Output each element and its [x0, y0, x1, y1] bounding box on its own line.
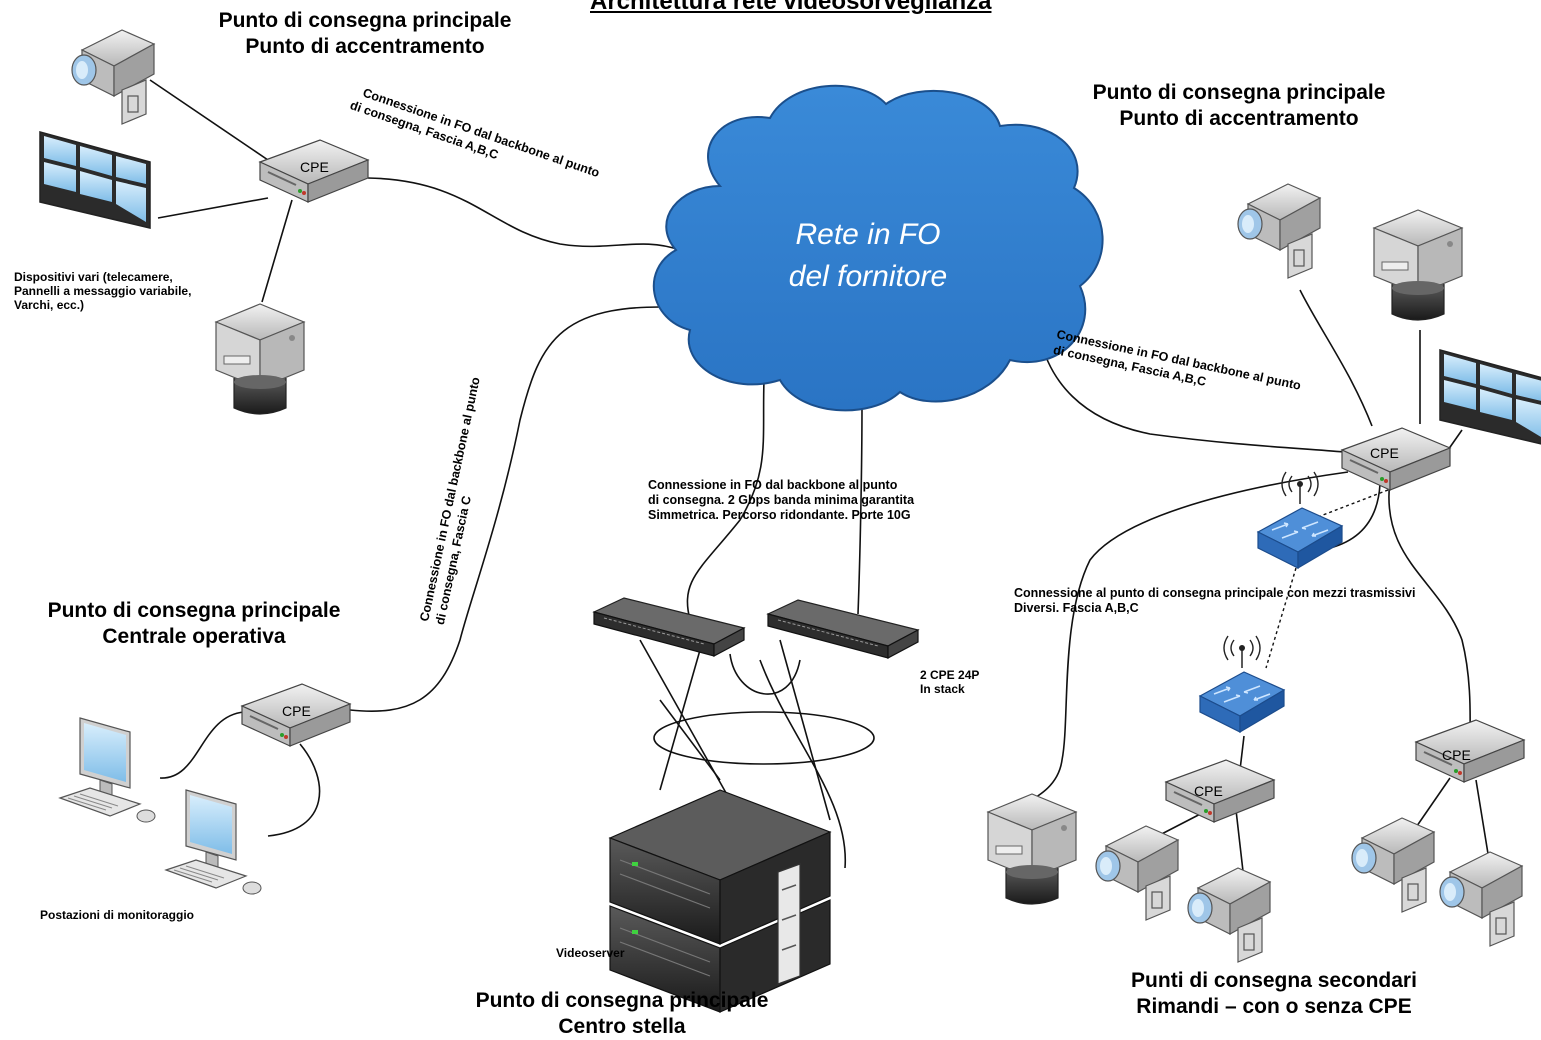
site-title: Punto di consegna principale [47, 599, 341, 622]
site-subtitle: Punto di accentramento [1119, 107, 1359, 130]
site-subtitle: Punto di accentramento [245, 35, 485, 58]
cable [1388, 479, 1471, 741]
video-wall-icon [39, 131, 151, 229]
cpe-label: CPE [300, 159, 329, 175]
workstation-icon [59, 717, 156, 823]
cloud-label-line1: Rete in FO [795, 218, 940, 251]
dome-camera-icon [215, 303, 305, 415]
cable [659, 649, 701, 791]
wireless-link [1309, 489, 1389, 521]
site-bottom-right: Punti di consegna secondari Rimandi – co… [1094, 968, 1454, 1020]
stack-label-line: In stack [920, 682, 965, 696]
cpe-label: CPE [1442, 747, 1471, 763]
cable [1017, 471, 1349, 809]
site-subtitle: Rimandi – con o senza CPE [1136, 995, 1412, 1018]
cable [857, 403, 863, 615]
dome-camera-icon [1373, 209, 1463, 321]
site-title: Punti di consegna secondari [1131, 969, 1417, 992]
cable [729, 653, 801, 695]
camera-icon [1095, 825, 1179, 921]
video-wall-icon [1439, 349, 1541, 447]
devices-note-line: Varchi, ecc.) [14, 298, 85, 312]
cable-layer [149, 79, 1491, 881]
cpe-label: CPE [282, 703, 311, 719]
provider-cloud [652, 84, 1104, 412]
connection-label-line: Simmetrica. Percorso ridondante. Porte 1… [648, 508, 911, 522]
cable [1239, 735, 1245, 771]
site-subtitle: Centrale operativa [102, 625, 286, 648]
videoserver-icon [608, 789, 832, 1013]
site-subtitle: Centro stella [558, 1015, 686, 1038]
stack-label-line: 2 CPE 24P [920, 668, 980, 682]
cpe-label: CPE [1370, 445, 1399, 461]
cloud-label: Rete in FO del fornitore [789, 218, 947, 293]
site-title: Punto di consegna principale [1092, 81, 1386, 104]
site-top-left: Punto di consegna principale Punto di ac… [190, 8, 540, 60]
site-title: Punto di consegna principale [475, 989, 769, 1012]
cable [1039, 337, 1345, 453]
site-title: Punto di consegna principale [218, 9, 512, 32]
workstation-icon [165, 789, 262, 895]
devices-note-line: Pannelli a messaggio variabile, [14, 284, 192, 298]
stack-ring [653, 711, 875, 765]
wireless-links [1265, 489, 1389, 669]
devices-note: Dispositivi vari (telecamere, Pannelli a… [14, 270, 191, 312]
cable [1447, 429, 1463, 451]
site-mid-left: Punto di consegna principale Centrale op… [14, 598, 374, 650]
cable [779, 639, 831, 821]
connection-label-center: Connessione in FO dal backbone al punto … [648, 478, 914, 523]
cable [1235, 809, 1245, 881]
wireless-link [1265, 567, 1297, 669]
connection-label-line: Connessione in FO dal backbone al punto [648, 478, 898, 492]
cloud-label-line2: del fornitore [789, 260, 947, 293]
rack-switch-icon [767, 599, 919, 659]
cable [349, 306, 691, 712]
connection-label-secondary: Connessione al punto di consegna princip… [1014, 586, 1415, 616]
rack-switch-icon [593, 597, 745, 657]
camera-icon [71, 29, 155, 125]
cable [261, 199, 293, 303]
camera-icon [1237, 183, 1321, 279]
connection-label-top-right: Connessione in FO dal backbone al punto … [1052, 327, 1302, 393]
cable [149, 79, 269, 161]
connection-label-line: Connessione al punto di consegna princip… [1014, 586, 1416, 600]
connection-label-line: di consegna. 2 Gbps banda minima garanti… [648, 493, 915, 507]
videoserver-label: Videoserver [556, 946, 625, 960]
cable [267, 743, 321, 837]
stack-label: 2 CPE 24P In stack [920, 668, 979, 696]
page-title: Architettura rete videosorveglianza [590, 0, 992, 15]
cable [759, 659, 846, 869]
cable [659, 699, 721, 781]
connection-label-left-vertical: Connessione in FO dal backbone al punto … [417, 375, 483, 625]
cpe-label: CPE [1194, 783, 1223, 799]
camera-icon [1351, 817, 1435, 913]
monitoring-label: Postazioni di monitoraggio [40, 908, 194, 922]
cable [367, 177, 681, 251]
cable [1299, 289, 1373, 427]
cpe-labels: CPE CPE CPE CPE CPE [282, 159, 1471, 799]
connection-label-line1: Connessione in FO dal backbone al punto [361, 86, 602, 181]
camera-icon [1187, 867, 1271, 963]
dome-camera-icon [987, 793, 1077, 905]
cable [1329, 483, 1381, 549]
cable [159, 711, 245, 779]
camera-icon [1439, 851, 1523, 947]
wireless-switch-icon [1257, 471, 1343, 569]
site-bottom-center: Punto di consegna principale Centro stel… [442, 988, 802, 1040]
connection-label-line: Diversi. Fascia A,B,C [1014, 601, 1139, 615]
devices-note-line: Dispositivi vari (telecamere, [14, 270, 173, 284]
cable [157, 197, 269, 219]
cable [1475, 779, 1491, 867]
site-top-right: Punto di consegna principale Punto di ac… [1064, 80, 1414, 132]
cable [686, 379, 765, 621]
